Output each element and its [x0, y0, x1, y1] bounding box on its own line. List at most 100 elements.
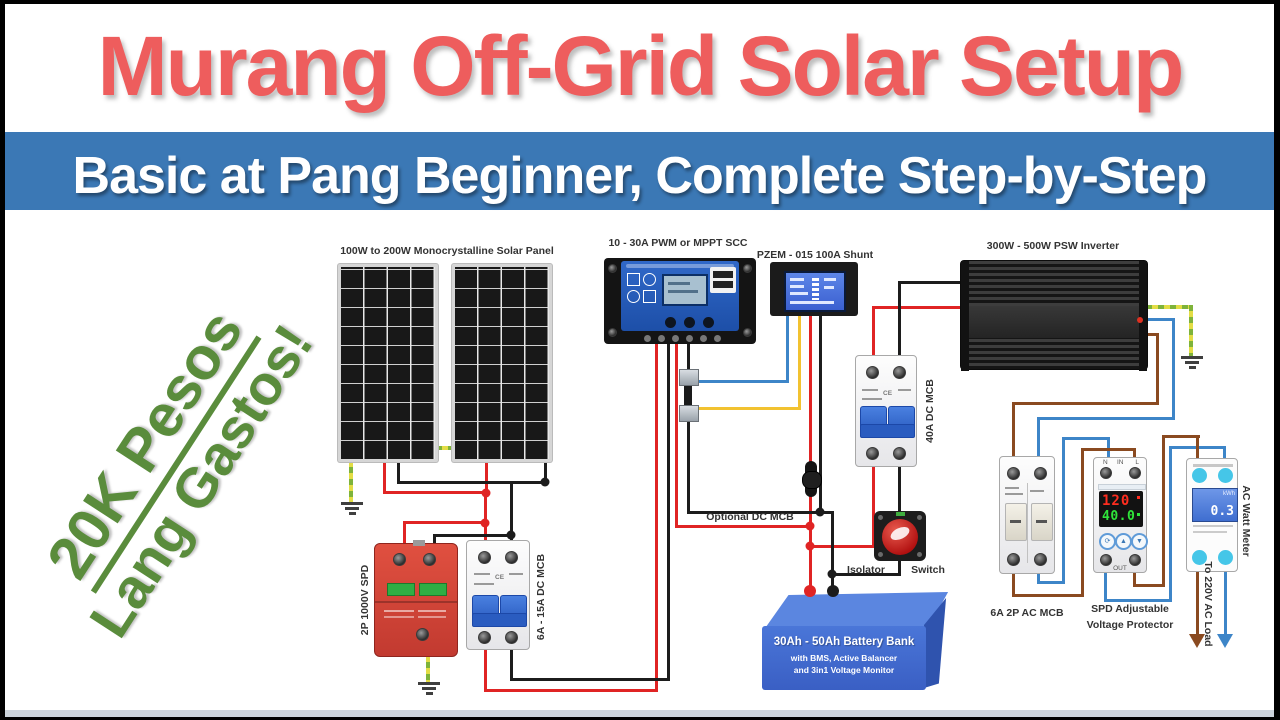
meter-value: 0.3 — [1210, 504, 1234, 519]
shunt-terminal — [679, 369, 699, 386]
spd-status-window — [387, 583, 415, 596]
corner-hole — [917, 515, 922, 520]
wire-segment — [1224, 560, 1227, 636]
battery-top-face — [763, 592, 949, 630]
wire-segment — [1162, 435, 1200, 438]
ground-symbol — [417, 682, 441, 697]
wire-segment — [798, 314, 801, 410]
shunt-terminal — [679, 405, 699, 422]
screw-icon — [393, 553, 406, 566]
avp-display: 120 40.0 — [1099, 491, 1143, 527]
breaker-toggle — [1031, 503, 1053, 541]
wire-segment — [898, 281, 964, 284]
lcd-row — [790, 278, 804, 281]
battery-front-face: 30Ah - 50Ah Battery Bank with BMS, Activ… — [762, 626, 926, 690]
page-title: Murang Off-Grid Solar Setup — [97, 19, 1185, 113]
wire-segment — [1172, 318, 1175, 420]
footer-strip — [5, 710, 1274, 717]
wire-segment — [349, 455, 353, 502]
wire-segment — [1162, 435, 1165, 587]
wire-segment — [872, 306, 966, 309]
pzem-meter — [770, 262, 858, 316]
fuse-holder — [802, 471, 822, 489]
junction-dot — [480, 518, 490, 528]
screw-icon — [893, 447, 906, 460]
ground-symbol — [340, 502, 364, 517]
fine-print — [1193, 531, 1227, 533]
junction-dot — [540, 477, 550, 487]
screw-icon — [743, 328, 752, 337]
wire-segment — [898, 281, 901, 358]
wire-segment — [693, 380, 789, 383]
toggle-tie-bar — [860, 424, 915, 438]
label-watt-meter: AC Watt Meter — [1240, 485, 1252, 557]
wire-segment — [510, 678, 670, 681]
battery-subtitle: with BMS, Active Balancer — [790, 653, 898, 663]
avp-red-readout: 120 — [1102, 493, 1131, 509]
wire-segment — [1104, 558, 1107, 602]
label-ac-load: To 220V AC Load — [1202, 561, 1214, 647]
shunt-bar — [684, 377, 692, 411]
wire-segment — [655, 338, 658, 692]
wire-segment — [872, 466, 875, 548]
scc-icon — [643, 290, 656, 303]
wire-segment — [1104, 599, 1172, 602]
frame-border — [0, 717, 1280, 720]
scc-button — [684, 317, 695, 328]
wire-segment — [687, 338, 690, 376]
wire-segment — [1012, 402, 1159, 405]
wire-segment — [383, 455, 386, 494]
usb-slot — [713, 271, 733, 278]
fine-print — [384, 616, 414, 618]
wire-segment — [1146, 318, 1175, 321]
isolator-knob — [882, 519, 918, 555]
breaker-toggle — [1005, 503, 1027, 541]
divider — [375, 601, 457, 603]
avp-green-readout: 40.0 — [1102, 509, 1136, 524]
fine-print — [862, 389, 878, 391]
ac-mcb — [999, 456, 1055, 574]
frame-border — [1274, 0, 1280, 720]
ground-symbol — [1180, 356, 1204, 371]
meter-terminal — [1192, 468, 1207, 483]
wire-segment — [433, 534, 436, 550]
label-switch: Switch — [911, 564, 945, 576]
wire-segment — [1189, 305, 1193, 356]
fine-print — [474, 573, 490, 575]
fine-print — [862, 398, 882, 400]
label-optional-mcb: Optional DC MCB — [706, 511, 794, 523]
wire-segment — [1146, 305, 1193, 309]
terminal — [700, 335, 707, 342]
usb-slot — [713, 281, 733, 288]
knob-handle — [888, 524, 912, 543]
screw-icon — [505, 631, 518, 644]
toggle-slot — [1010, 520, 1021, 523]
junction-dot — [481, 488, 491, 498]
screw-icon — [866, 447, 879, 460]
junction-dot — [805, 541, 815, 551]
toggle-slot — [1036, 520, 1047, 523]
scc-faceplate — [621, 261, 739, 331]
wire-segment — [1196, 560, 1199, 636]
wire-segment — [1169, 446, 1172, 602]
wire-segment — [898, 464, 901, 515]
junction-dot — [815, 507, 825, 517]
settings-button: ⟳ — [1099, 533, 1116, 550]
wire-segment — [819, 314, 822, 514]
label-pzem: PZEM - 015 100A Shunt — [756, 249, 874, 261]
wire-segment — [667, 338, 670, 681]
load-arrow-neutral — [1217, 634, 1233, 648]
screw-icon — [1007, 553, 1020, 566]
screw-icon — [423, 553, 436, 566]
screw-icon — [1100, 554, 1112, 566]
frame-border — [0, 0, 1280, 4]
screw-icon — [1034, 553, 1047, 566]
usb-ports — [710, 267, 736, 293]
fine-print — [384, 610, 414, 612]
fine-print — [1193, 464, 1233, 467]
screw-icon — [1129, 554, 1141, 566]
wire-segment — [383, 491, 487, 494]
wire-segment — [1107, 437, 1110, 475]
fine-print — [474, 583, 494, 585]
indicator-dot — [1137, 513, 1140, 516]
